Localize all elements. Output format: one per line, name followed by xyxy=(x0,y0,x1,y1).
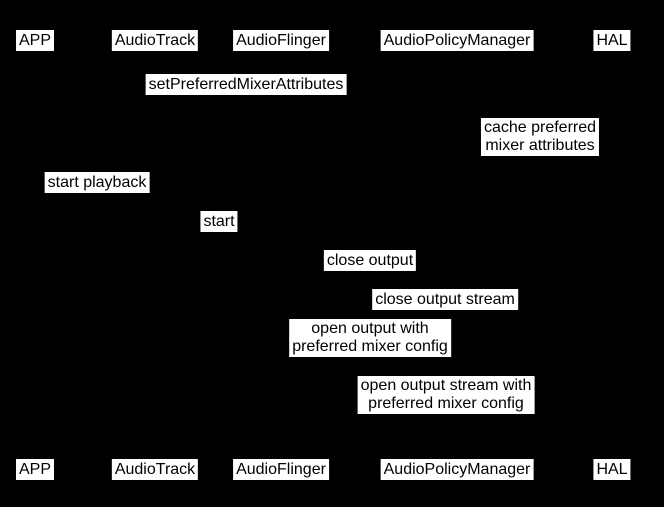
participant-hal-bottom: HAL xyxy=(593,459,631,480)
participant-hal-top: HAL xyxy=(593,30,631,51)
participant-app-top: APP xyxy=(15,30,55,51)
participant-audioflinger-top: AudioFlinger xyxy=(233,30,329,51)
participant-audiopolicymanager-top: AudioPolicyManager xyxy=(380,30,534,51)
message-open-output-with-preferred-mixer-config: open output with preferred mixer config xyxy=(289,319,451,357)
message-cache-preferred-mixer-attributes: cache preferred mixer attributes xyxy=(480,118,600,156)
message-start: start xyxy=(200,211,238,232)
message-start-playback: start playback xyxy=(44,172,150,193)
participant-audioflinger-bottom: AudioFlinger xyxy=(233,459,329,480)
message-close-output: close output xyxy=(323,250,417,271)
participant-audiotrack-top: AudioTrack xyxy=(111,30,199,51)
participant-audiotrack-bottom: AudioTrack xyxy=(111,459,199,480)
message-set-preferred-mixer-attributes: setPreferredMixerAttributes xyxy=(145,74,347,95)
participant-app-bottom: APP xyxy=(15,459,55,480)
participant-audiopolicymanager-bottom: AudioPolicyManager xyxy=(380,459,534,480)
message-close-output-stream: close output stream xyxy=(372,289,518,310)
message-open-output-stream-with-preferred-mixer-config: open output stream with preferred mixer … xyxy=(357,376,535,414)
